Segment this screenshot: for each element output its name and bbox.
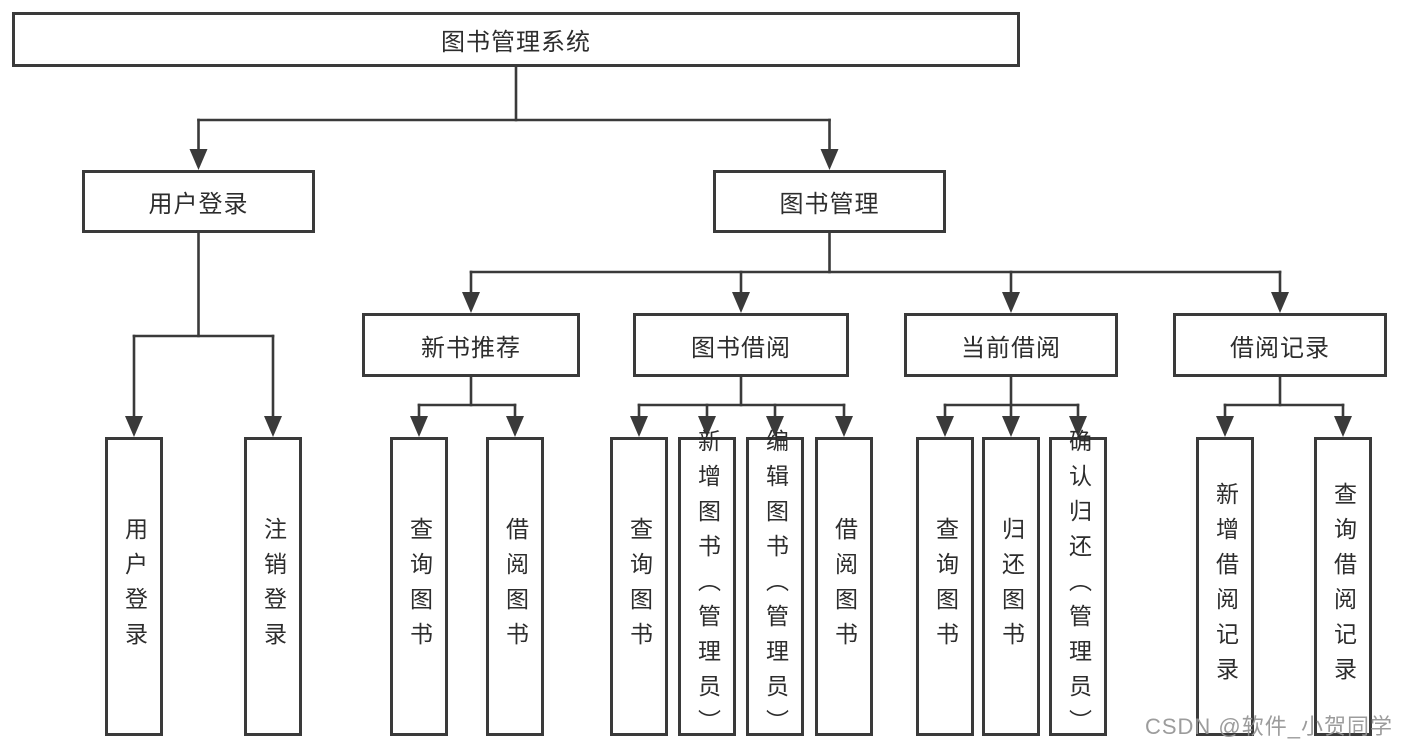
watermark: CSDN @软件_小贺同学 — [1144, 714, 1393, 739]
leaf-query-books-borrowing: 查询图书 — [610, 437, 668, 736]
leaf-label: 注销登录 — [260, 516, 287, 657]
leaf-add-borrow-record: 新增借阅记录 — [1196, 437, 1254, 736]
node-label: 当前借阅 — [961, 334, 1061, 362]
leaf-label: 借阅图书 — [502, 516, 529, 657]
leaf-return-books: 归还图书 — [982, 437, 1040, 736]
leaf-label: 查询图书 — [406, 516, 433, 657]
leaf-label: 新增图书（管理员） — [694, 429, 721, 744]
leaf-label: 归还图书 — [998, 516, 1025, 657]
leaf-confirm-return-admin: 确认归还（管理员） — [1049, 429, 1107, 744]
leaf-borrow-books-borrowing: 借阅图书 — [815, 437, 873, 736]
leaf-label: 查询借阅记录 — [1330, 481, 1357, 692]
node-book-management-system: 图书管理系统 — [12, 12, 1020, 67]
node-label: 图书管理 — [779, 191, 880, 218]
leaf-query-borrow-record: 查询借阅记录 — [1314, 437, 1372, 736]
node-book-management: 图书管理 — [713, 170, 946, 233]
node-label: 图书管理系统 — [441, 29, 591, 56]
leaf-label: 查询图书 — [626, 516, 653, 657]
leaf-borrow-books-newbooks: 借阅图书 — [486, 437, 544, 736]
node-label: 图书借阅 — [691, 334, 791, 362]
node-current-borrowing: 当前借阅 — [904, 313, 1118, 377]
leaf-label: 借阅图书 — [831, 516, 858, 657]
leaf-label: 新增借阅记录 — [1212, 481, 1239, 692]
node-book-borrowing: 图书借阅 — [633, 313, 849, 377]
leaf-query-books-current: 查询图书 — [916, 437, 974, 736]
node-label: 用户登录 — [148, 191, 249, 218]
node-user-login: 用户登录 — [82, 170, 315, 233]
leaf-edit-books-admin: 编辑图书（管理员） — [746, 429, 804, 744]
node-new-book-recommendation: 新书推荐 — [362, 313, 580, 377]
leaf-logout: 注销登录 — [244, 437, 302, 736]
leaf-label: 确认归还（管理员） — [1065, 429, 1092, 744]
leaf-add-books-admin: 新增图书（管理员） — [678, 429, 736, 744]
node-label: 新书推荐 — [421, 334, 521, 362]
leaf-label: 编辑图书（管理员） — [762, 429, 789, 744]
node-label: 借阅记录 — [1230, 334, 1330, 362]
node-borrowing-records: 借阅记录 — [1173, 313, 1387, 377]
leaf-label: 查询图书 — [932, 516, 959, 657]
leaf-user-login: 用户登录 — [105, 437, 163, 736]
leaf-label: 用户登录 — [121, 516, 148, 657]
leaf-query-books-newbooks: 查询图书 — [390, 437, 448, 736]
